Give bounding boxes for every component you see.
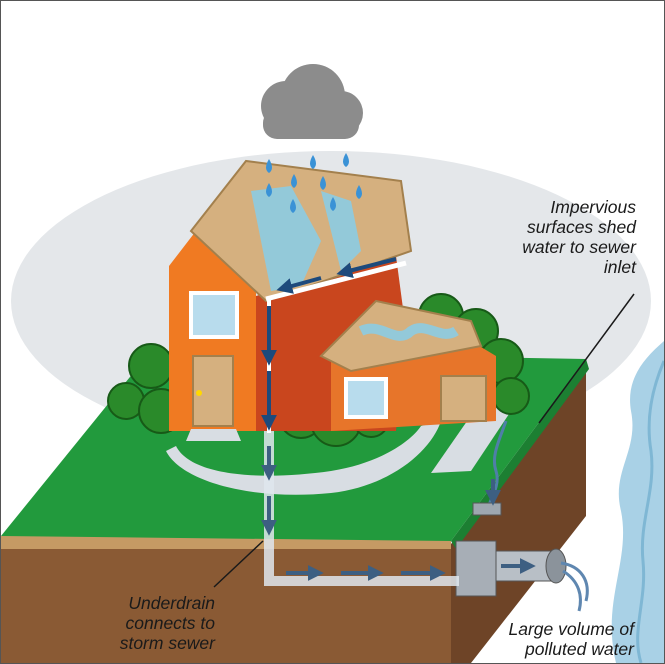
callout-impervious-line: water to sewer	[522, 237, 636, 257]
raindrops	[266, 153, 362, 213]
flow-arrows	[261, 257, 397, 431]
callout-underdrain-line: storm sewer	[119, 633, 215, 653]
driveway	[431, 396, 521, 473]
callout-impervious-line: inlet	[603, 257, 636, 277]
callout-large-volume: Large volume of polluted water	[509, 619, 635, 659]
walkway	[166, 421, 441, 495]
garage-window	[344, 377, 388, 419]
window-upper	[189, 291, 239, 339]
river-highlight	[636, 360, 664, 663]
callout-impervious: Impervious surfaces shed water to sewer …	[522, 197, 636, 277]
callout-impervious-line: Impervious	[550, 197, 636, 217]
callout-underdrain-line: connects to	[125, 613, 216, 633]
cloud-icon	[261, 64, 363, 139]
pipe-discharge	[560, 561, 589, 612]
doorstep	[186, 429, 241, 441]
leader-impervious	[538, 293, 635, 424]
pipe-mouth	[545, 548, 567, 584]
roof-runoff-1	[251, 186, 321, 291]
roof-runoff-2	[321, 191, 361, 271]
underdrain-arrows	[261, 446, 536, 581]
garage-runoff	[358, 323, 459, 341]
callout-underdrain: Underdrain connects to storm sewer	[75, 593, 215, 653]
callout-underdrain-line: Underdrain	[128, 593, 215, 613]
garage-door	[440, 375, 487, 422]
soil-front	[1, 544, 451, 663]
door-knob	[196, 390, 202, 396]
callout-large-volume-line: Large volume of	[508, 619, 635, 639]
river	[611, 341, 664, 663]
callout-large-volume-line: polluted water	[525, 639, 634, 659]
sewer-box	[455, 540, 497, 597]
leader-underdrain	[213, 540, 264, 588]
callout-impervious-line: surfaces shed	[527, 217, 636, 237]
sewer-grate	[472, 502, 502, 516]
